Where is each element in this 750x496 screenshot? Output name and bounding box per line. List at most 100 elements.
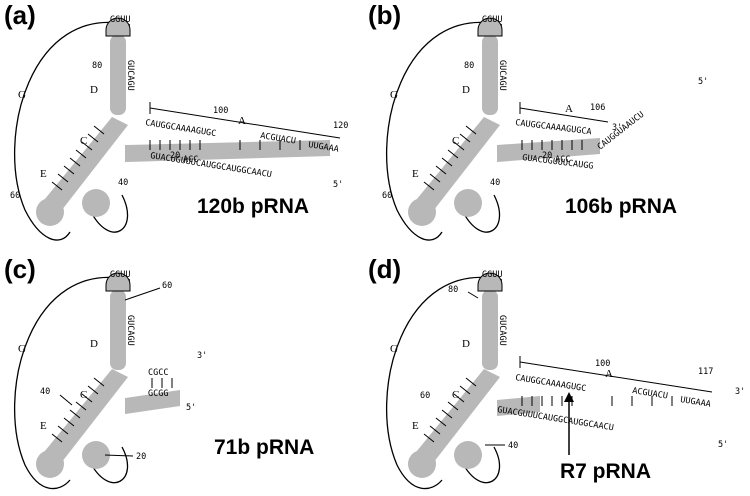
marker-100: 100 [213, 106, 228, 116]
a-helix-pairs [521, 140, 583, 150]
panel-a: (a) CAUGGCAAAAGUGC ACGUACU [4, 0, 348, 241]
g-loop-line [385, 276, 503, 490]
domain-g: G [390, 89, 398, 101]
a-helix-band [497, 396, 540, 416]
e-loop-line [89, 194, 129, 233]
d-helix-band [482, 35, 498, 115]
end-3prime: 3' [735, 387, 745, 397]
end-5prime: 5' [333, 180, 343, 190]
a-helix-pairs [151, 378, 173, 388]
domain-c: C [80, 135, 87, 147]
d-upper-seq: CAUGGCAAAAGUGC [515, 373, 587, 394]
a-domain-bar [519, 361, 713, 393]
panel-title-a: 120b pRNA [197, 195, 309, 218]
panel-label-a: (a) [4, 0, 36, 30]
end-5prime: 5' [186, 403, 196, 413]
marker-60: 60 [420, 391, 430, 401]
e-loop-band [408, 450, 436, 478]
c-upper-seq: CGCC [148, 368, 168, 378]
a-helix-band [497, 138, 600, 162]
panel-title-b: 106b pRNA [565, 195, 677, 218]
a-helix-band [125, 140, 330, 162]
c-loop-seq: GGUU [110, 270, 130, 280]
a-helix-pairs [521, 396, 673, 406]
b-upper-seq: CAUGGCAAAAGUGCA [515, 118, 592, 137]
marker-40: 40 [118, 178, 128, 188]
marker-80: 80 [448, 285, 458, 295]
ce-loop-band [454, 189, 482, 217]
panel-title-c: 71b pRNA [214, 436, 314, 459]
marker-20: 20 [136, 452, 146, 462]
panel-b: (b) CAUGGCAAAAGUGCA GUACUGUUUCAUGG CAUGG… [368, 0, 708, 241]
d-lower-seq: GUACGUUUCAUGGCAUGGCAACU [497, 405, 615, 433]
domain-g: G [18, 89, 26, 101]
c-helix-pairs [51, 125, 105, 191]
marker-80: 80 [464, 61, 474, 71]
g-loop-line [385, 21, 503, 241]
b-acc-seq: ACC [555, 155, 570, 165]
c-helix-pairs [51, 377, 105, 443]
end-3prime: 3' [612, 123, 622, 133]
c-helix-band [40, 117, 128, 215]
a-domain-bar [149, 107, 341, 139]
a-upper-seq: CAUGGCAAAAGUGC [145, 118, 217, 139]
panel-label-d: (d) [368, 254, 401, 284]
a-tail-seq: UUGAAA [308, 140, 340, 155]
r7-arrow-head [564, 392, 574, 402]
panel-c: (c) CGCC GCGG GGUU GUCAGU G D C E 60 40 [4, 254, 314, 490]
d-helix-band [110, 290, 126, 370]
c-helix-band [412, 117, 500, 215]
d-helix-band [110, 35, 126, 115]
end-5prime: 5' [718, 440, 728, 450]
domain-d: D [90, 84, 98, 96]
e-loop-band [408, 198, 436, 226]
marker-100: 100 [595, 359, 610, 369]
d-loop-band [477, 272, 503, 292]
d-loop-band [477, 17, 503, 37]
e-loop-band [36, 198, 64, 226]
panel-label-c: (c) [4, 254, 36, 284]
domain-e: E [40, 168, 47, 180]
d-tail-seq: UUGAAA [680, 395, 712, 410]
domain-c: C [452, 135, 459, 147]
ce-loop-band [454, 441, 482, 469]
a-helix-pairs [149, 140, 301, 150]
e-loop-line [89, 446, 129, 484]
domain-a: A [565, 103, 573, 115]
domain-d: D [90, 338, 98, 350]
ce-loop-band [82, 189, 110, 217]
end-3prime: 3' [197, 351, 207, 361]
c-helix-band [40, 369, 128, 467]
e-loop-line [461, 446, 501, 484]
marker-60: 60 [10, 191, 20, 201]
d-loop-band [105, 17, 131, 37]
c-helix-pairs [423, 125, 477, 191]
b-loop-seq: GGUU [482, 15, 502, 25]
end-5prime: 5' [698, 77, 708, 87]
marker-20: 20 [170, 151, 180, 161]
domain-a: A [605, 368, 613, 380]
c-hstem-seq: GUCAGU [125, 315, 135, 346]
domain-d: D [462, 338, 470, 350]
marker-117: 117 [698, 367, 713, 377]
c-helix-band [412, 369, 500, 467]
domain-g: G [18, 343, 26, 355]
c-helix-pairs [423, 377, 477, 443]
panel-d: (d) CAUGGCAAAAGUGC ACGUACU GUACGUUUCAUGG… [368, 254, 745, 490]
marker-40: 40 [40, 387, 50, 397]
a-hstem-seq: GUCAGU [125, 60, 135, 91]
d-loop-band [105, 272, 131, 292]
marker-106: 106 [590, 103, 605, 113]
domain-c: C [452, 389, 459, 401]
domain-d: D [462, 84, 470, 96]
c-lower-seq: GCGG [148, 389, 168, 399]
a-loop-seq: GGUU [110, 15, 130, 25]
g-loop-line [13, 21, 131, 241]
marker-40: 40 [490, 178, 500, 188]
domain-e: E [40, 420, 47, 432]
a-domain-bar [519, 107, 609, 123]
a-acc-seq: ACC [183, 155, 198, 165]
domain-e: E [412, 420, 419, 432]
d-loop-seq: GGUU [482, 270, 502, 280]
